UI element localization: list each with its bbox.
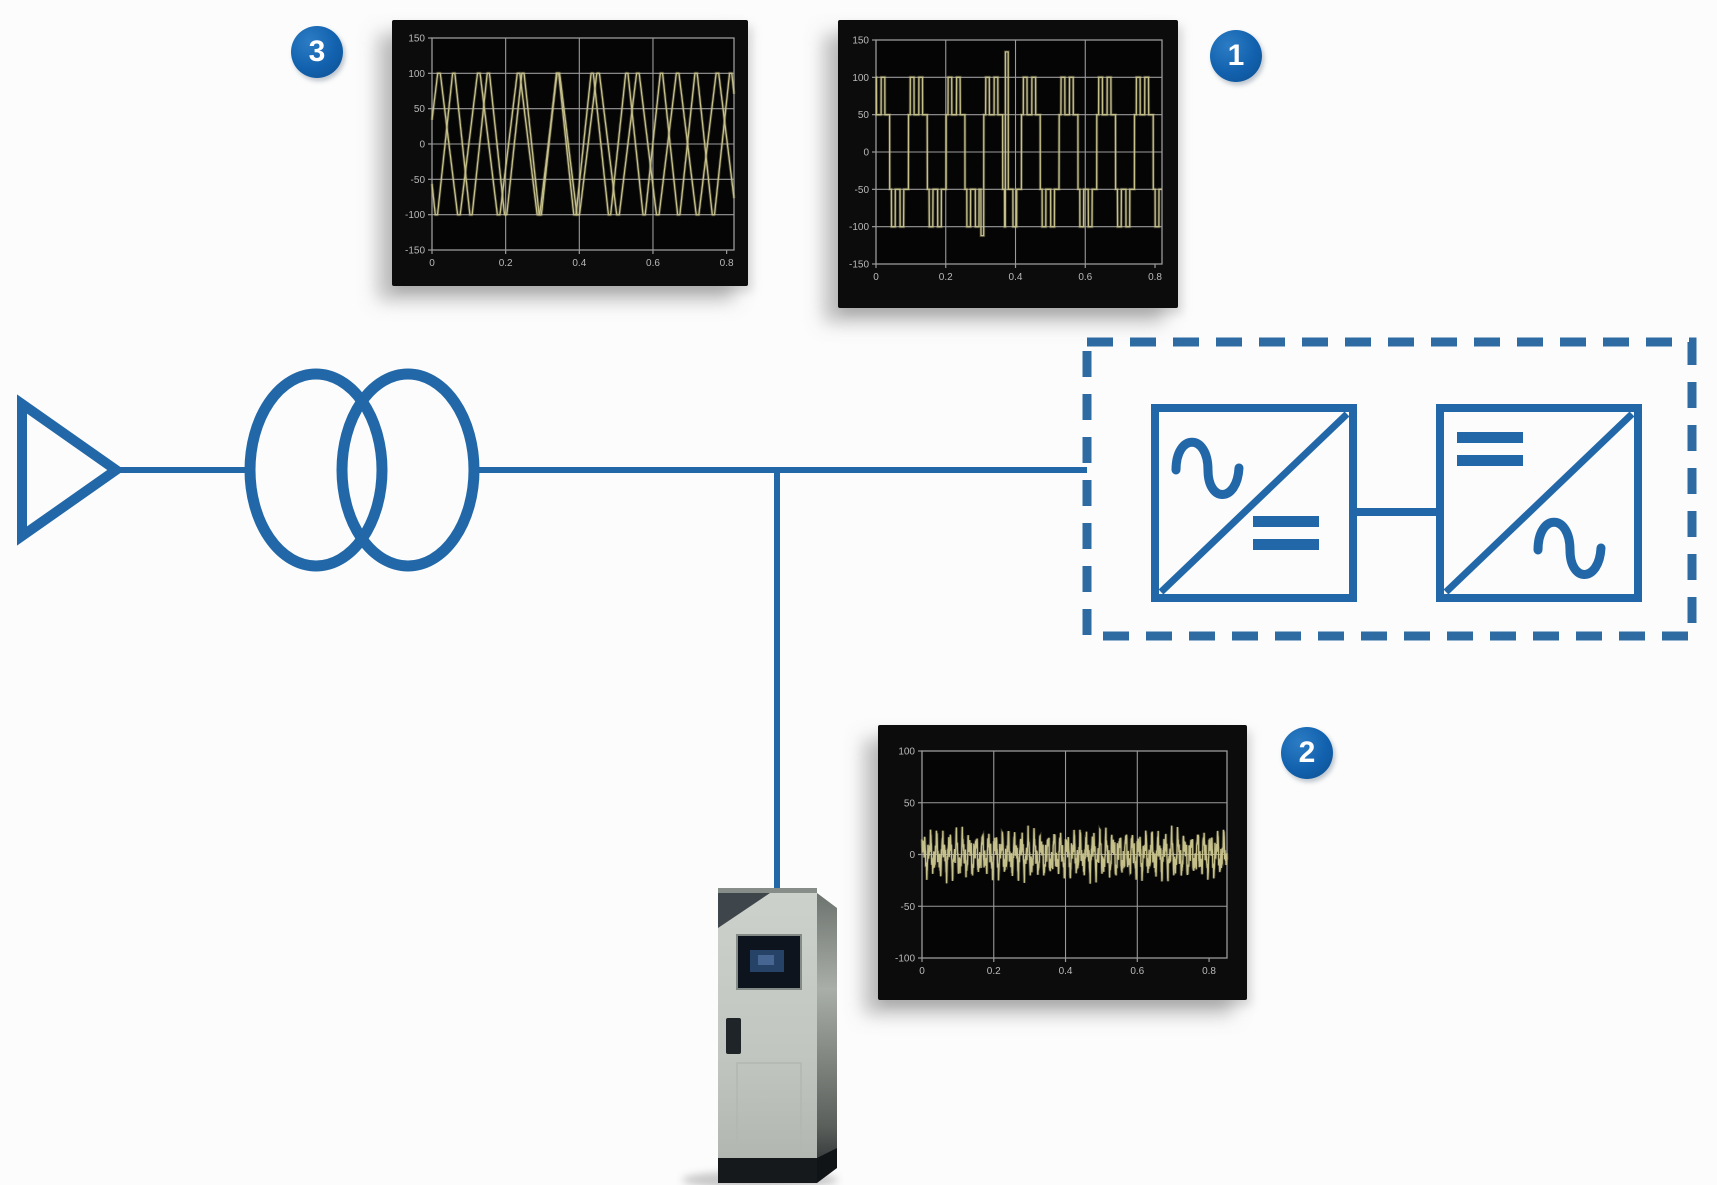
transformer-icon bbox=[244, 368, 480, 572]
y-tick-label: 50 bbox=[858, 110, 870, 121]
y-tick-label: -50 bbox=[901, 902, 916, 913]
cabinet-top bbox=[718, 888, 817, 896]
waveform-trace bbox=[921, 825, 1228, 884]
y-tick-label: -50 bbox=[411, 175, 426, 186]
inverter-box bbox=[1436, 404, 1642, 602]
cabinet-base-side bbox=[817, 1148, 837, 1183]
rectifier-icon bbox=[1151, 404, 1357, 602]
y-tick-label: 150 bbox=[852, 36, 869, 47]
cabinet-door-panel bbox=[736, 1062, 802, 1152]
scope-1-chart: 150 100 50 0 -50 -100 -150 0 0.2 0.4 0.6 0.8 bbox=[849, 36, 1163, 283]
dc-bar-top bbox=[1457, 432, 1523, 443]
x-tick-label: 0.4 bbox=[572, 258, 586, 269]
scope-3-chart: 150 100 50 0 -50 -100 -150 0 0.2 0.4 0.6 0.8 bbox=[405, 34, 736, 269]
x-tick-label: 0 bbox=[873, 272, 879, 283]
x-tick-label: 0.4 bbox=[1009, 272, 1023, 283]
y-tick-label: -150 bbox=[405, 246, 425, 257]
scope-2-chart: 100 50 0 -50 -100 0 0.2 0.4 0.6 0.8 bbox=[895, 747, 1229, 977]
y-tick-label: -100 bbox=[405, 210, 425, 221]
cabinet-top-reflection bbox=[718, 893, 770, 928]
x-tick-label: 0.6 bbox=[646, 258, 660, 269]
inverter-icon bbox=[1436, 404, 1642, 602]
y-tick-label: 100 bbox=[898, 747, 915, 758]
y-tick-label: -100 bbox=[849, 222, 869, 233]
x-tick-label: 0.2 bbox=[987, 966, 1001, 977]
inverter-diagonal bbox=[1443, 411, 1635, 595]
x-tick-label: 0.8 bbox=[720, 258, 734, 269]
x-tick-label: 0.2 bbox=[499, 258, 513, 269]
waveform-trace bbox=[431, 72, 735, 216]
x-tick-label: 0 bbox=[919, 966, 925, 977]
inverter-cabinet bbox=[682, 888, 838, 1185]
rectifier-diagonal bbox=[1158, 411, 1350, 595]
y-tick-label: -100 bbox=[895, 954, 915, 965]
x-tick-label: 0.6 bbox=[1130, 966, 1144, 977]
dc-bar-top bbox=[1253, 516, 1319, 527]
converter-enclosure bbox=[1082, 337, 1697, 641]
scope-2-panel: 100 50 0 -50 -100 0 0.2 0.4 0.6 0.8 bbox=[878, 725, 1247, 1000]
x-tick-label: 0.2 bbox=[939, 272, 953, 283]
label-badge-1: 1 bbox=[1210, 30, 1262, 82]
x-tick-label: 0 bbox=[429, 258, 435, 269]
badge-number: 1 bbox=[1227, 39, 1245, 72]
x-tick-label: 0.8 bbox=[1148, 272, 1162, 283]
cabinet-screen-highlight bbox=[758, 955, 774, 965]
ac-sine-icon bbox=[1171, 437, 1244, 499]
waveform-trace bbox=[431, 72, 735, 216]
y-tick-label: 0 bbox=[419, 140, 425, 151]
label-badge-2: 2 bbox=[1281, 727, 1333, 779]
x-tick-label: 0.4 bbox=[1059, 966, 1073, 977]
y-tick-label: 50 bbox=[904, 798, 916, 809]
y-tick-label: -150 bbox=[849, 260, 869, 271]
transformer-winding-1 bbox=[244, 368, 388, 572]
dc-bar-bottom bbox=[1457, 455, 1523, 466]
y-tick-label: 50 bbox=[414, 104, 426, 115]
x-tick-label: 0.8 bbox=[1202, 966, 1216, 977]
scope-1-panel: 150 100 50 0 -50 -100 -150 0 0.2 0.4 0.6 0.8 bbox=[838, 20, 1178, 308]
y-tick-label: 100 bbox=[852, 73, 869, 84]
y-tick-label: -50 bbox=[855, 185, 870, 196]
ac-sine-icon bbox=[1533, 517, 1606, 579]
y-tick-label: 0 bbox=[863, 148, 869, 159]
badge-number: 3 bbox=[308, 35, 326, 68]
scope-3-panel: 150 100 50 0 -50 -100 -150 0 0.2 0.4 0.6 0.8 bbox=[392, 20, 748, 286]
transformer-winding-2 bbox=[336, 368, 480, 572]
cabinet-handle bbox=[726, 1018, 741, 1054]
x-tick-label: 0.6 bbox=[1078, 272, 1092, 283]
dc-bar-bottom bbox=[1253, 539, 1319, 550]
grid-source-icon bbox=[17, 394, 125, 546]
y-tick-label: 100 bbox=[408, 69, 425, 80]
cabinet-base bbox=[718, 1158, 817, 1183]
waveform-trace bbox=[875, 51, 1162, 237]
y-tick-label: 0 bbox=[909, 850, 915, 861]
badge-number: 2 bbox=[1298, 736, 1316, 769]
rectifier-box bbox=[1151, 404, 1357, 602]
label-badge-3: 3 bbox=[291, 26, 343, 78]
y-tick-label: 150 bbox=[408, 34, 425, 45]
cabinet-side bbox=[817, 893, 837, 1168]
